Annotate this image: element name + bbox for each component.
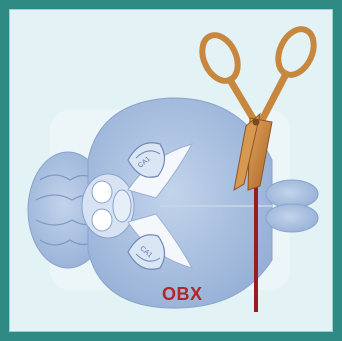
- midbrain: [82, 174, 134, 238]
- diagram-panel: CA1 CA1: [9, 9, 333, 332]
- obx-label: OBX: [162, 284, 203, 305]
